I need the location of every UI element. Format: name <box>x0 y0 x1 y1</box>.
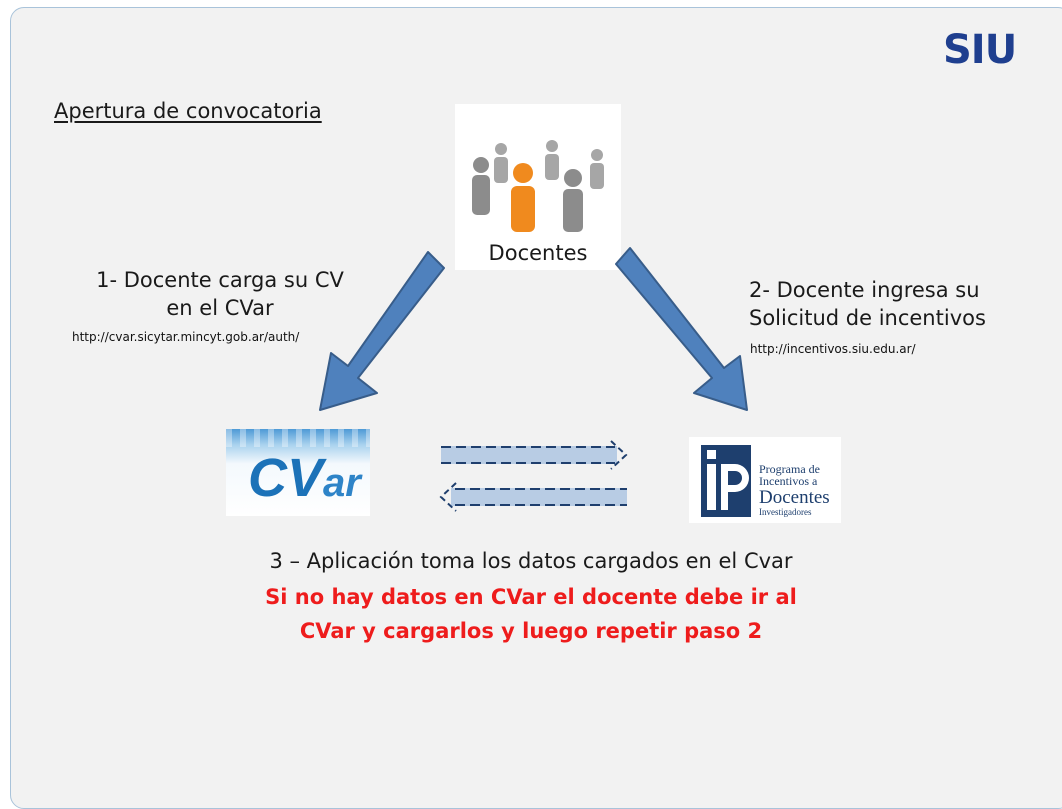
step2-line1: 2- Docente ingresa su <box>749 278 980 302</box>
warning-line2: CVar y cargarlos y luego repetir paso 2 <box>299 619 763 643</box>
cvar-logo-stripes <box>226 429 370 447</box>
incentivos-logo: Programa de Incentivos a Docentes Invest… <box>689 437 841 523</box>
incentivos-logo-line3: Docentes <box>759 487 830 508</box>
docentes-node: Docentes <box>455 104 621 270</box>
incentivos-logo-line1: Programa de <box>759 462 820 476</box>
step3-text: 3 – Aplicación toma los datos cargados e… <box>269 549 793 573</box>
cvar-logo-cv: CV <box>248 448 324 508</box>
siu-logo: SIU <box>943 27 1017 73</box>
step1-url[interactable]: http://cvar.sicytar.mincyt.gob.ar/auth/ <box>72 330 300 344</box>
cvar-logo: CVar <box>226 429 370 516</box>
step2-url[interactable]: http://incentivos.siu.edu.ar/ <box>750 342 916 356</box>
slide-title: Apertura de convocatoria <box>54 99 322 123</box>
step1-line1: 1- Docente carga su CV <box>96 268 344 292</box>
people-group-icon <box>472 140 604 232</box>
incentivos-logo-line2: Incentivos a <box>759 474 818 488</box>
incentivos-ip-mark <box>701 445 751 517</box>
incentivos-logo-line4: Investigadores <box>759 507 812 517</box>
cvar-logo-ar: ar <box>323 461 361 505</box>
step1-text: 1- Docente carga su CV en el CVar <box>90 266 350 322</box>
step2-line2: Solicitud de incentivos <box>749 306 986 330</box>
incentivos-logo-text: Programa de Incentivos a Docentes Invest… <box>759 463 830 517</box>
docentes-label: Docentes <box>488 241 588 265</box>
step2-text: 2- Docente ingresa su Solicitud de incen… <box>749 276 986 332</box>
cvar-logo-text: CVar <box>248 451 361 505</box>
warning-line1: Si no hay datos en CVar el docente debe … <box>265 585 797 609</box>
step1-line2: en el CVar <box>166 296 274 320</box>
